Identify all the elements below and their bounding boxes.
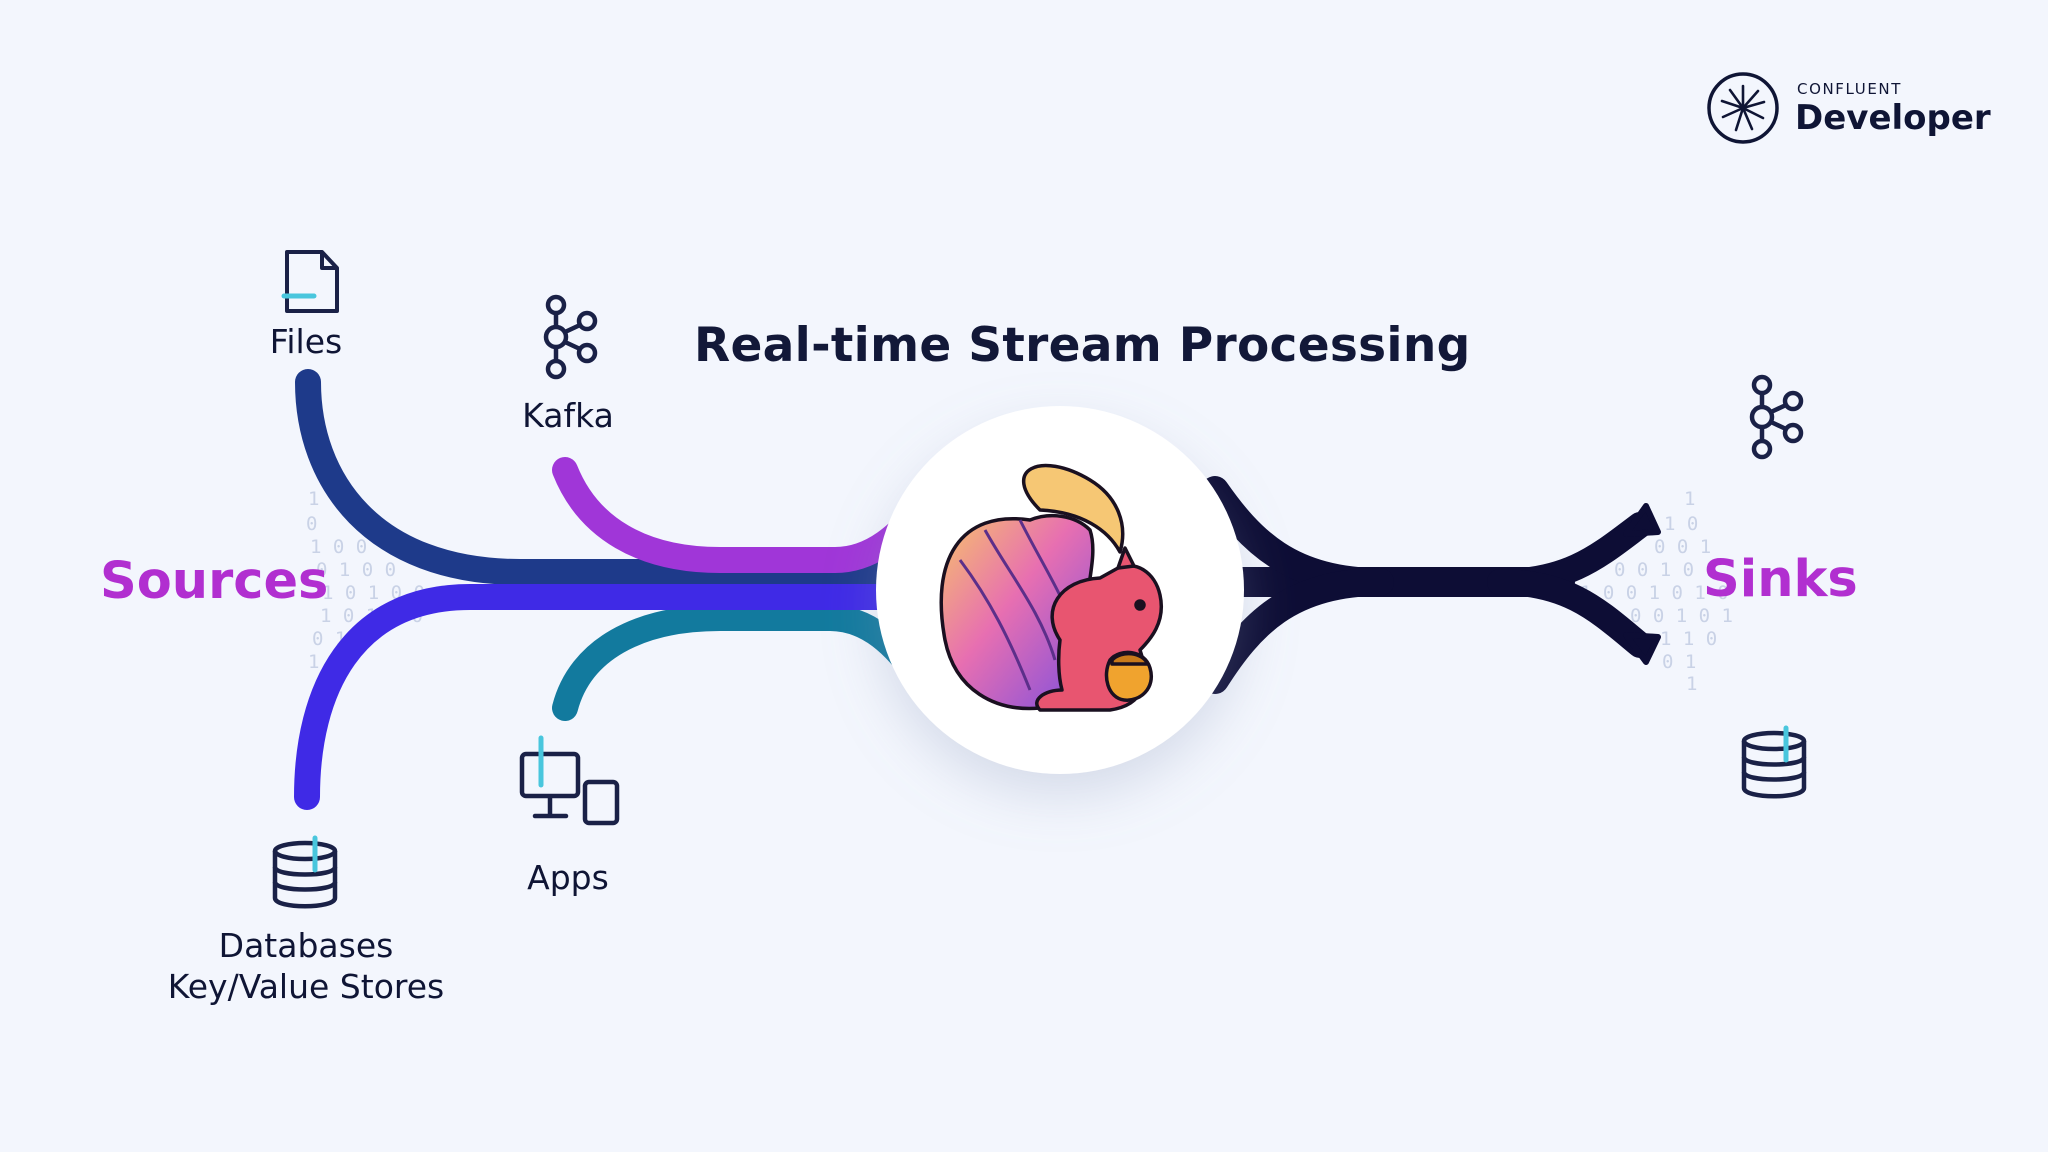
svg-text:0 1: 0 1 <box>1662 651 1696 673</box>
kafka-label: Kafka <box>522 396 614 435</box>
sink-database-icon <box>1741 725 1807 799</box>
sink-arrowhead-upper <box>1623 503 1661 537</box>
confluent-logo <box>1707 72 1779 144</box>
databases-label-line1: Databases <box>218 926 394 965</box>
svg-text:0 1 0 0: 0 1 0 0 <box>316 559 396 581</box>
svg-text:0 0 1 0 1: 0 0 1 0 1 <box>1614 559 1717 581</box>
sources-label: Sources <box>100 552 329 611</box>
brand-name-small: CONFLUENT <box>1797 80 1902 98</box>
svg-text:1: 1 <box>308 651 319 673</box>
sink-kafka-icon <box>1749 374 1804 460</box>
svg-text:1 0 0: 1 0 0 <box>310 536 367 558</box>
svg-text:0 0 1 0 1: 0 0 1 0 1 <box>1630 605 1733 627</box>
devices-icon <box>519 735 620 826</box>
svg-text:1: 1 <box>1686 673 1697 695</box>
databases-stream-line <box>294 584 933 810</box>
apps-stream-line <box>552 605 933 721</box>
databases-label-line2: Key/Value Stores <box>167 967 445 1006</box>
svg-text:0: 0 <box>306 513 317 535</box>
diagram-title: Real-time Stream Processing <box>694 318 1471 373</box>
binary-texture-left: 1 0 1 0 0 0 1 0 0 1 0 1 0 0 1 0 1 0 1 0 … <box>306 488 471 673</box>
files-label: Files <box>269 322 343 361</box>
apps-label: Apps <box>527 858 609 897</box>
kafka-icon <box>543 294 598 380</box>
database-icon <box>272 835 338 909</box>
flink-squirrel-logo <box>939 463 1163 712</box>
file-icon <box>281 250 339 313</box>
kafka-stream-line <box>552 457 941 573</box>
files-stream-line <box>295 369 933 585</box>
binary-texture-right: 1 1 0 0 0 1 0 0 1 0 1 1 0 0 1 0 1 0 0 0 … <box>1580 488 1733 695</box>
svg-text:1 1 0: 1 1 0 <box>1660 628 1717 650</box>
svg-text:1: 1 <box>1684 488 1695 510</box>
svg-text:1 0: 1 0 <box>1664 513 1698 535</box>
sink-arrowhead-lower <box>1623 632 1661 665</box>
svg-text:0 0 1: 0 0 1 <box>1654 536 1711 558</box>
brand-name-big: Developer <box>1795 98 1991 138</box>
svg-text:1: 1 <box>308 488 319 510</box>
sinks-label: Sinks <box>1703 550 1858 609</box>
svg-text:1 0 0 1 0 1 0: 1 0 0 1 0 1 0 <box>1580 582 1729 604</box>
